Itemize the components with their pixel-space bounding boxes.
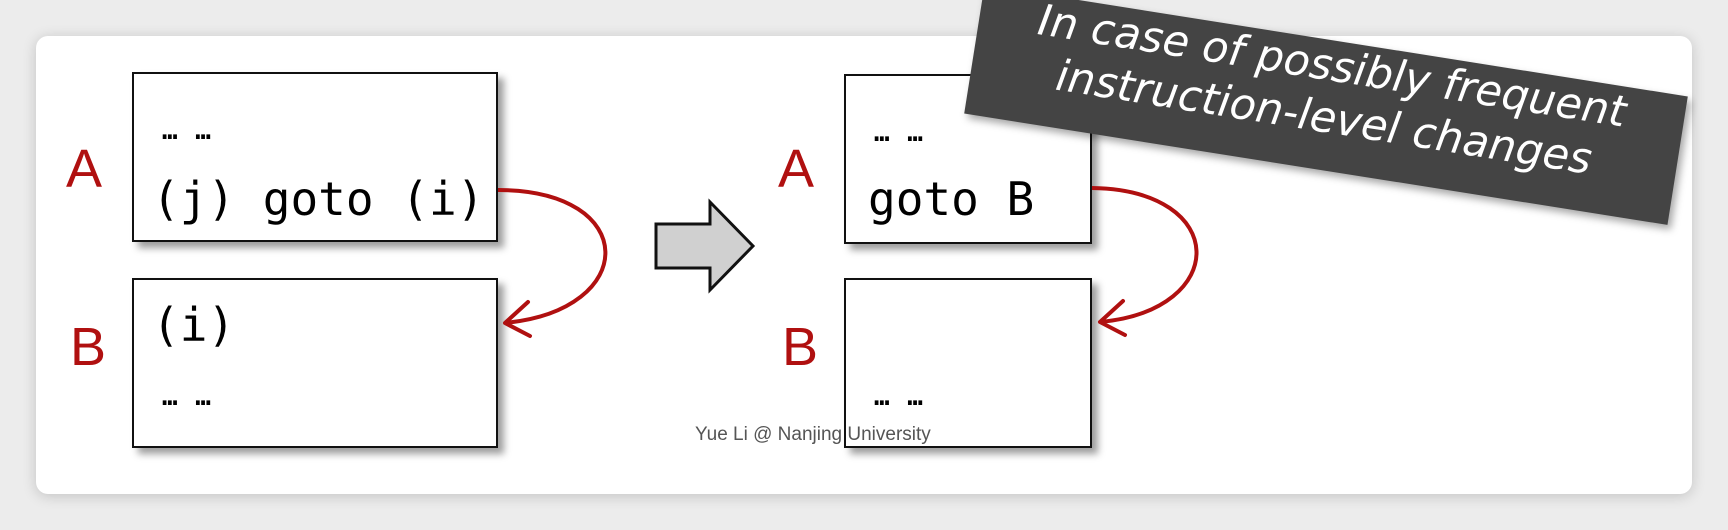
right-block-b: … … [844,278,1092,448]
right-curved-jump-icon [1091,186,1199,337]
right-block-a-goto: goto B [868,172,1035,226]
left-block-b-target: (i) [152,298,236,352]
left-block-a: … … (j) goto (i) [132,72,498,242]
left-curved-jump-icon [497,188,608,338]
right-block-b-ellipsis: … … [874,382,924,412]
transform-arrow-icon [654,198,756,294]
right-label-a: A [778,139,815,199]
right-label-b: B [782,317,819,377]
left-label-a: A [66,139,103,199]
left-block-a-ellipsis: … … [162,116,212,146]
left-block-b-ellipsis: … … [162,382,212,412]
right-block-a-ellipsis: … … [874,118,924,148]
left-label-b: B [70,317,107,377]
footer-credit: Yue Li @ Nanjing University [695,424,931,445]
left-block-a-goto: (j) goto (i) [152,172,485,226]
left-block-b: (i) … … [132,278,498,448]
